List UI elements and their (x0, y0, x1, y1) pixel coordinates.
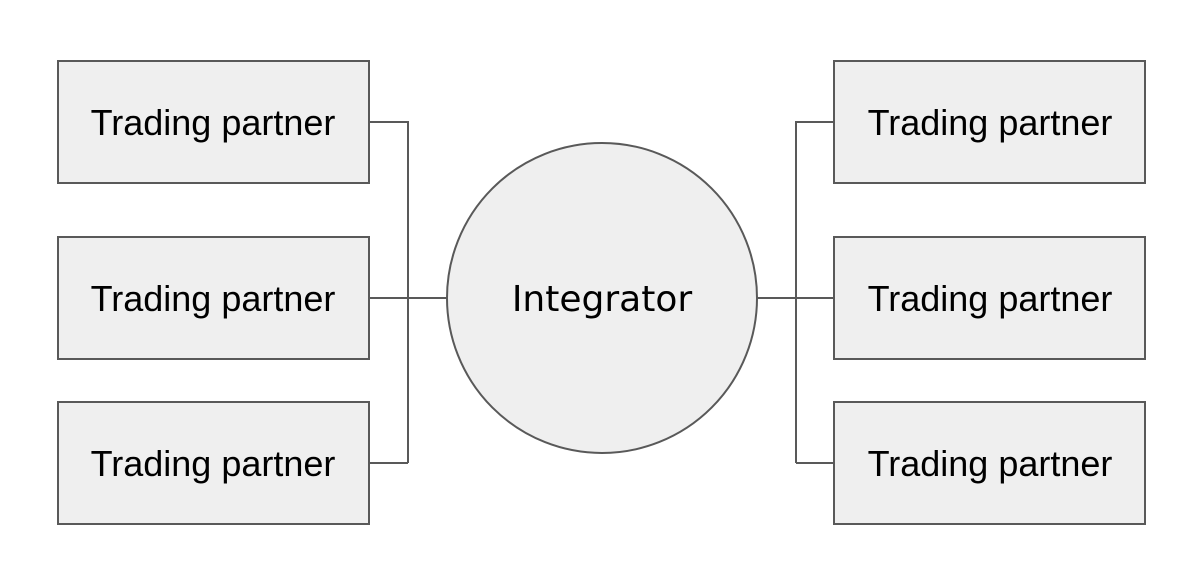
partner-box-right-3-shape (833, 401, 1146, 525)
partner-box-left-3: Trading partner (57, 401, 370, 525)
partner-box-left-1: Trading partner (57, 60, 370, 184)
connector-left-1 (369, 121, 409, 463)
partner-box-left-2-shape (57, 236, 370, 360)
partner-box-right-3: Trading partner (833, 401, 1146, 525)
partner-box-right-1: Trading partner (833, 60, 1146, 184)
partner-label-left-2: Trading partner (91, 278, 336, 319)
connectors-left (369, 121, 447, 464)
partner-label-left-3: Trading partner (91, 443, 336, 484)
partner-box-right-2: Trading partner (833, 236, 1146, 360)
partner-box-right-2-shape (833, 236, 1146, 360)
partner-label-right-3: Trading partner (868, 443, 1113, 484)
integrator-hub: Integrator (446, 142, 758, 454)
integrator-label: Integrator (512, 279, 693, 320)
partner-label-right-2: Trading partner (868, 278, 1113, 319)
connectors-right (757, 121, 847, 464)
partner-box-left-3-shape (57, 401, 370, 525)
partner-label-left-1: Trading partner (91, 102, 336, 143)
connector-right-1 (795, 121, 834, 463)
partner-box-left-2: Trading partner (57, 236, 370, 360)
integrator-hub-shape (446, 142, 758, 454)
partner-box-left-1-shape (57, 60, 370, 184)
partner-box-right-1-shape (833, 60, 1146, 184)
partner-label-right-1: Trading partner (868, 102, 1113, 143)
